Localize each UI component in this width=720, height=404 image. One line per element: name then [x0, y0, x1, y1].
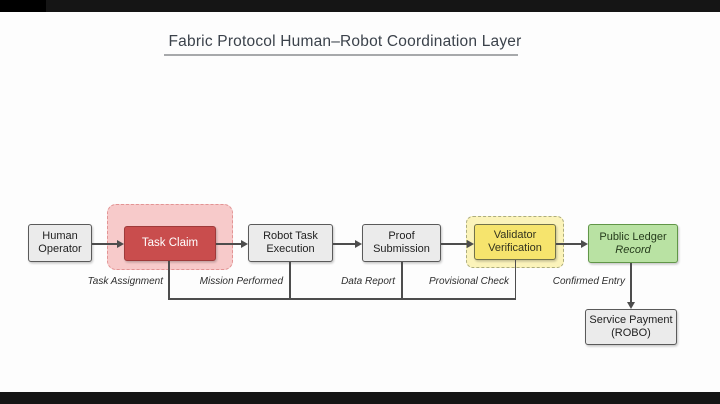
node-public-ledger: Public Ledger Record	[588, 224, 678, 263]
node-label-line: Robot Task	[263, 230, 318, 242]
node-service-payment: Service Payment (ROBO)	[585, 309, 677, 345]
node-label-line: Task Claim	[141, 237, 199, 249]
drop-robot-task	[289, 262, 291, 299]
arrowhead-icon	[355, 239, 362, 248]
node-label-line: Service Payment	[589, 314, 673, 326]
arrow-human-to-taskclaim	[92, 243, 118, 245]
node-label-line: Record	[615, 243, 651, 256]
arrow-taskclaim-to-robot	[216, 243, 241, 245]
drop-proof-submission	[401, 262, 403, 299]
drop-ledger-to-payment	[630, 263, 632, 303]
arrow-robot-to-proof	[333, 243, 355, 245]
arrowhead-icon	[626, 302, 635, 309]
edge-label-mission-performed: Mission Performed	[199, 276, 283, 287]
edge-label-provisional-check: Provisional Check	[428, 276, 509, 287]
node-label-line: (ROBO)	[611, 327, 651, 339]
letterbox-top-bar	[0, 0, 720, 12]
node-validator-verification: Validator Verification	[474, 224, 556, 260]
bus-connector-line	[168, 298, 516, 300]
letterbox-bottom-bar	[0, 392, 720, 404]
node-label-line: Verification	[488, 242, 542, 254]
arrowhead-icon	[467, 239, 474, 248]
edge-label-task-assignment: Task Assignment	[87, 276, 163, 287]
arrowhead-icon	[117, 239, 124, 248]
node-human-operator: Human Operator	[28, 224, 92, 262]
arrow-validator-to-ledger	[556, 243, 581, 245]
node-proof-submission: Proof Submission	[362, 224, 441, 262]
drop-validator	[514, 260, 517, 299]
node-robot-task-execution: Robot Task Execution	[248, 224, 333, 262]
node-label-line: Execution	[266, 243, 315, 255]
node-label-line: Operator	[38, 243, 82, 255]
node-label-line: Proof	[388, 230, 415, 242]
arrowhead-icon	[241, 239, 248, 248]
letterbox-top-left-segment	[0, 0, 46, 12]
diagram-title: Fabric Protocol Human–Robot Coordination…	[168, 33, 522, 50]
node-label-line: Public Ledger	[599, 230, 667, 243]
arrow-proof-to-validator	[441, 243, 467, 245]
arrowhead-icon	[581, 239, 588, 248]
edge-label-data-report: Data Report	[341, 276, 395, 287]
edge-label-confirmed-entry: Confirmed Entry	[552, 276, 625, 287]
node-label-line: Human	[42, 230, 78, 242]
node-label-line: Validator	[493, 229, 537, 241]
drop-task-claim	[168, 261, 170, 299]
node-label-line: Submission	[373, 243, 430, 255]
title-underline	[164, 54, 518, 56]
node-task-claim: Task Claim	[124, 226, 216, 261]
